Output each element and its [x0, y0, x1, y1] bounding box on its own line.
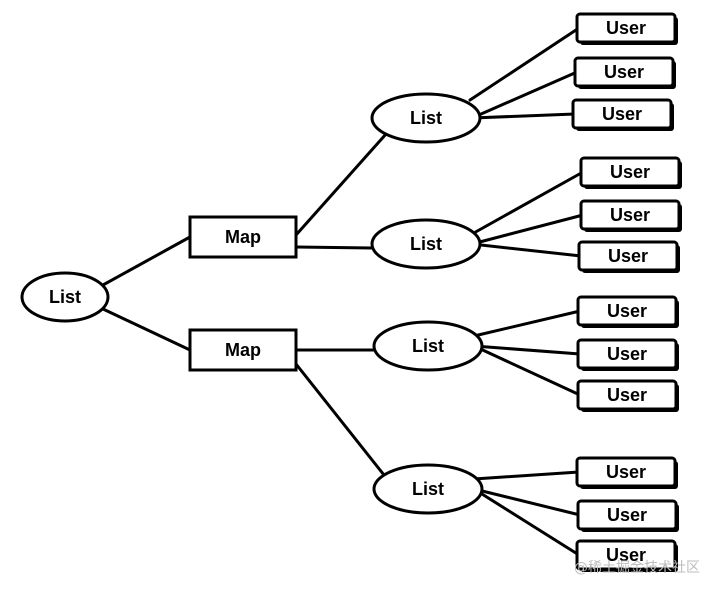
edge-map-1-list-2-user-3	[470, 242, 583, 258]
watermark-text: @稀土掘金技术社区	[574, 560, 700, 576]
edge-map-1-list-2	[294, 245, 374, 250]
list-node-1-2-label: List	[410, 234, 442, 254]
edge-map-2-list-1-user-2	[472, 344, 582, 356]
user-node-1-1-3: User	[571, 98, 674, 131]
user-node-2-2-1-shape	[575, 456, 677, 488]
user-node-1-2-1-shape	[579, 156, 681, 188]
user-node-2-2-1: User	[575, 456, 678, 489]
list-node-2-2-label: List	[412, 479, 444, 499]
user-node-2-2-2-label: User	[607, 505, 647, 525]
edge-map-2-list-2-user-2	[472, 487, 582, 517]
list-node-1-1-shape	[370, 92, 482, 144]
edges-layer	[101, 26, 585, 557]
list-node-1-2-shape	[370, 218, 482, 270]
user-node-1-1-1: User	[575, 12, 678, 45]
user-node-1-2-3: User	[577, 240, 680, 273]
user-node-2-1-1-label: User	[607, 301, 647, 321]
user-node-1-1-2-label: User	[604, 62, 644, 82]
user-node-1-2-1: User	[579, 156, 682, 189]
edge-root-map-2	[101, 307, 192, 352]
list-node-2-1: List	[372, 320, 484, 372]
nodes-layer: ListMapListUserUserUserListUserUserUserM…	[20, 12, 682, 572]
root-list-node: List	[20, 271, 110, 323]
edge-map-2-list-2-user-3	[472, 487, 581, 557]
edge-map-2-list-1-user-1	[472, 309, 582, 338]
edge-map-1-list-1	[294, 132, 388, 237]
user-node-2-1-2-shape	[576, 338, 678, 370]
map-node-2-shape	[188, 328, 298, 372]
user-node-1-1-1-shape	[575, 12, 677, 44]
list-node-2-1-shape	[372, 320, 484, 372]
map-node-2: Map	[188, 328, 298, 372]
edge-map-1-list-2-user-1	[470, 170, 585, 236]
map-node-2-label: Map	[225, 340, 261, 360]
user-node-1-1-3-label: User	[602, 104, 642, 124]
user-node-2-2-3: User	[575, 539, 678, 572]
user-node-2-1-3-shape	[576, 379, 678, 411]
list-node-2-2: List	[372, 463, 484, 515]
edge-map-2-list-1-user-3	[472, 344, 582, 397]
edge-map-1-list-1-user-2	[470, 70, 579, 120]
user-node-1-1-2-shape	[573, 56, 675, 88]
user-node-2-1-2: User	[576, 338, 679, 371]
user-node-2-2-3-label: User	[606, 545, 646, 565]
user-node-2-2-2-shape	[576, 499, 678, 531]
user-node-2-1-1: User	[576, 295, 679, 328]
user-node-1-1-1-label: User	[606, 18, 646, 38]
root-list-node-label: List	[49, 287, 81, 307]
edge-map-2-list-2-user-1	[472, 470, 581, 481]
list-node-1-1: List	[370, 92, 482, 144]
user-node-1-2-1-label: User	[610, 162, 650, 182]
user-node-2-2-1-label: User	[606, 462, 646, 482]
list-node-1-2: List	[370, 218, 482, 270]
edge-map-1-list-1-user-3	[470, 112, 577, 120]
edge-map-1-list-1-user-1	[468, 26, 581, 102]
map-node-1-label: Map	[225, 227, 261, 247]
map-node-1: Map	[188, 215, 298, 259]
user-node-1-2-2-label: User	[610, 205, 650, 225]
user-node-2-2-3-shape	[575, 539, 677, 571]
user-node-2-1-1-shape	[576, 295, 678, 327]
edge-map-1-list-2-user-2	[470, 213, 585, 246]
user-node-1-1-2: User	[573, 56, 676, 89]
user-node-1-2-2-shape	[579, 199, 681, 231]
map-node-1-shape	[188, 215, 298, 259]
user-node-1-2-3-label: User	[608, 246, 648, 266]
user-node-1-1-3-shape	[571, 98, 673, 130]
list-node-2-1-label: List	[412, 336, 444, 356]
root-list-node-shape	[20, 271, 110, 323]
list-node-1-1-label: List	[410, 108, 442, 128]
user-node-2-2-2: User	[576, 499, 679, 532]
user-node-2-1-3: User	[576, 379, 679, 412]
user-node-1-2-2: User	[579, 199, 682, 232]
user-node-2-1-2-label: User	[607, 344, 647, 364]
user-node-1-2-3-shape	[577, 240, 679, 272]
user-node-2-1-3-label: User	[607, 385, 647, 405]
list-node-2-2-shape	[372, 463, 484, 515]
edge-root-map-1	[101, 235, 192, 287]
edge-map-2-list-2	[294, 362, 386, 477]
